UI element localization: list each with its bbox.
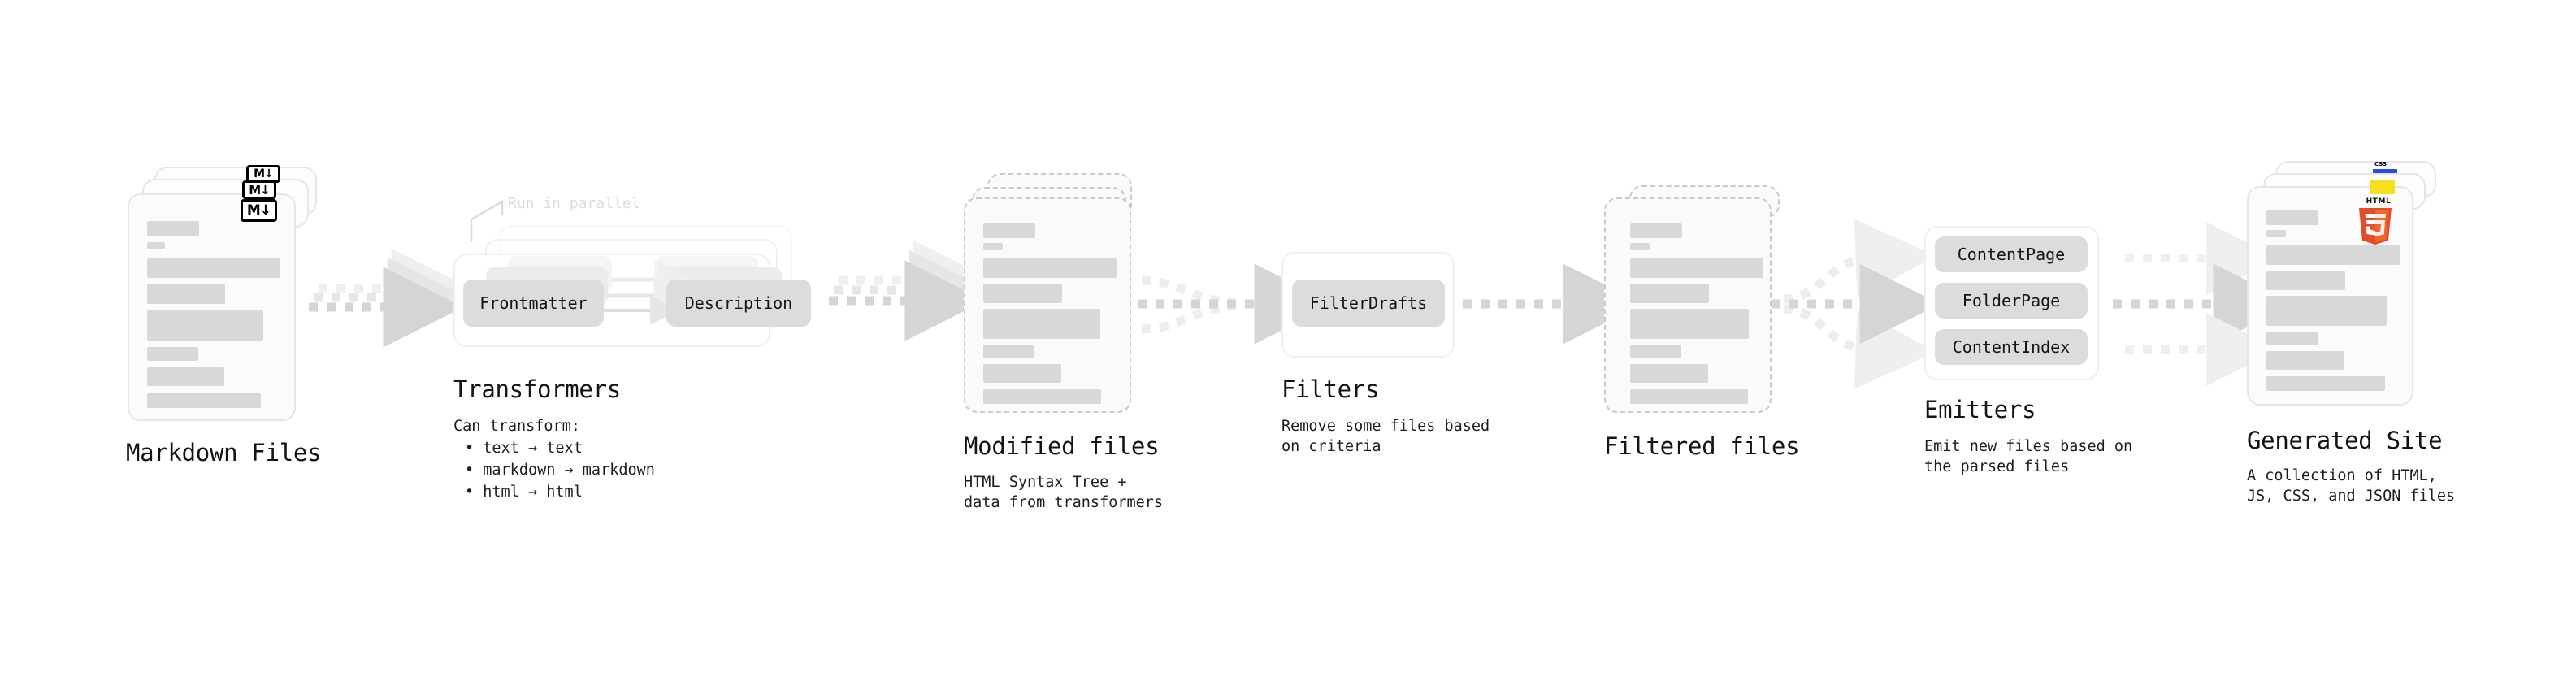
skeleton-bar [147,393,261,408]
markdown-card-front [128,193,296,421]
skeleton-bar [1630,345,1681,358]
connector-modified-to-filters [1138,263,1335,345]
skeleton-bar [983,309,1100,339]
skeleton-bar [147,347,198,361]
skeleton-bar [1630,243,1650,250]
skeleton-bar [983,345,1034,358]
emitter-node-contentpage[interactable]: ContentPage [1935,236,2088,272]
transformers-bullet-1: • markdown → markdown [465,462,655,479]
skeleton-bar [983,364,1061,383]
transformer-node-frontmatter[interactable]: Frontmatter [463,280,604,327]
skeleton-bar [147,367,224,386]
skeleton-bar [2266,271,2345,290]
skeleton-bar [147,258,280,278]
filter-node-filterdrafts[interactable]: FilterDrafts [1292,280,1445,327]
skeleton-bar [2266,332,2318,345]
skeleton-bar [2266,210,2318,225]
emitters-desc: Emit new files based on the parsed files [1924,438,2133,475]
skeleton-bar [2266,351,2344,370]
stage-title-markdown-files: Markdown Files [126,439,322,466]
markdown-badge: M↓ [241,199,277,222]
transformers-bullet-0: • text → text [465,440,583,457]
generated-site-desc: A collection of HTML, JS, CSS, and JSON … [2247,467,2456,505]
stage-title-generated-site: Generated Site [2247,427,2443,454]
transformers-bullet-2: • html → html [465,484,583,501]
skeleton-bar [1630,223,1682,238]
skeleton-bar [983,389,1101,404]
skeleton-bar [1630,258,1763,278]
filtered-card-front [1604,197,1772,413]
connector-filtered-to-emitters [1772,219,1941,389]
connector-emitters-to-generated [2113,222,2294,386]
modified-files-desc: HTML Syntax Tree + data from transformer… [964,474,1164,511]
skeleton-bar [147,221,199,236]
modified-card-front [964,197,1131,413]
skeleton-bar [983,284,1062,303]
css-badge-label: CSS [2374,161,2387,167]
skeleton-bar [2266,296,2387,326]
generated-card-front [2247,186,2413,406]
stage-title-transformers: Transformers [453,375,621,403]
stage-title-filters: Filters [1281,375,1380,403]
skeleton-bar [983,223,1035,238]
transformer-node-description[interactable]: Description [666,280,811,327]
skeleton-bar [147,284,225,304]
skeleton-bar [1630,389,1748,404]
filters-desc: Remove some files based on criteria [1281,418,1490,455]
skeleton-bar [2266,230,2286,237]
transformer-inner-arrows [600,261,694,325]
run-in-parallel-bracket [470,199,504,242]
skeleton-bar [147,310,263,340]
js-badge [2370,180,2395,194]
skeleton-bar [1630,284,1709,303]
stage-title-emitters: Emitters [1924,396,2036,423]
markdown-badge-back-1: M↓ [242,180,276,199]
skeleton-bar [1630,364,1708,383]
skeleton-bar [983,258,1117,278]
connector-markdown-to-transformers [309,248,472,348]
skeleton-bar [1630,309,1749,339]
connector-transformers-to-modified [829,240,994,341]
stage-title-filtered-files: Filtered files [1604,432,1800,460]
run-in-parallel-label: Run in parallel [508,195,640,212]
stage-title-modified-files: Modified files [964,432,1160,460]
css-badge [2373,169,2397,173]
skeleton-bar [2266,245,2400,265]
emitter-node-contentindex[interactable]: ContentIndex [1935,329,2088,365]
html5-badge: HTML [2359,197,2392,245]
skeleton-bar [147,242,165,249]
svg-text:HTML: HTML [2366,197,2392,206]
emitter-node-folderpage[interactable]: FolderPage [1935,283,2088,319]
skeleton-bar [983,243,1003,250]
transformers-desc: Can transform: [453,418,580,435]
skeleton-bar [2266,376,2385,391]
